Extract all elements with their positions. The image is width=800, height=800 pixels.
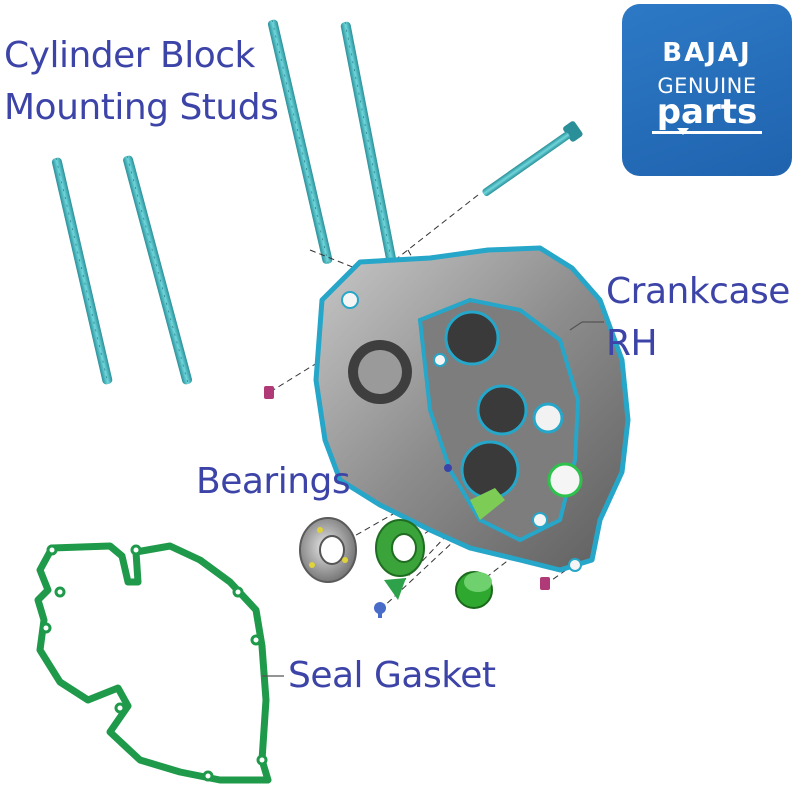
small-screw [374, 602, 386, 618]
crankcase-rh [313, 245, 631, 573]
seal-gasket-label: Seal Gasket [288, 655, 496, 696]
ball-bearing [299, 517, 357, 583]
stud-4 [340, 21, 397, 268]
crankcase-label-line-2: RH [606, 323, 658, 364]
crankcase-label: Crankcase RH [606, 266, 790, 370]
logo-line-2: parts [656, 92, 758, 132]
cylinder-block-studs-label: Cylinder Block Mounting Studs [4, 30, 279, 134]
bajaj-genuine-parts-logo: BAJAJ GENUINE parts [622, 4, 792, 176]
bearings-group [299, 517, 493, 618]
stud-1 [51, 157, 113, 385]
dowel-pins [264, 386, 550, 590]
dowel-pin-left [264, 386, 274, 399]
bearings-label: Bearings [196, 461, 351, 502]
needle-bearing [455, 571, 493, 609]
studs-label-line-1: Cylinder Block [4, 35, 255, 76]
logo-line-1: GENUINE [657, 74, 757, 98]
gasket-holes [40, 544, 268, 782]
dowel-pin-right [540, 577, 550, 590]
cylinder-block-studs [51, 19, 583, 385]
seal-gasket [34, 542, 272, 784]
logo-caret-icon [677, 128, 689, 135]
oil-seal [375, 519, 425, 577]
logo-underline [652, 131, 762, 134]
lock-plate [384, 578, 406, 600]
stud-2 [123, 155, 193, 385]
studs-label-line-2: Mounting Studs [4, 87, 279, 128]
crankcase-label-line-1: Crankcase [606, 271, 790, 312]
crankcase-bolt [482, 121, 583, 197]
stud-3 [267, 19, 333, 264]
logo-brand: BAJAJ [662, 38, 752, 68]
leader-lines [262, 321, 604, 677]
